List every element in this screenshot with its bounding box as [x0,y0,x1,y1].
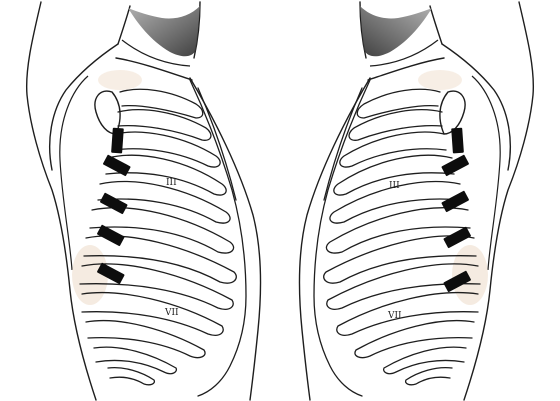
electrode-marker [97,224,125,246]
rib [384,347,466,374]
body-outline [299,2,533,400]
rib-label-iii: III [166,178,177,188]
rib [406,368,452,385]
skin-tint [98,70,142,90]
rib [94,347,176,374]
skin-tint [452,245,488,305]
neck-shading [360,6,432,56]
electrode-marker [100,192,128,214]
rib [108,368,154,385]
rib [357,89,440,118]
electrode-marker [441,154,469,176]
scapula [440,91,465,134]
neck-shading [128,6,200,56]
skin-tint [418,70,462,90]
rib [340,132,446,167]
rib-label-vii: VII [164,308,179,318]
electrode-marker [451,128,464,154]
scapula [95,91,120,134]
left-thorax-figure: III VII [27,2,261,400]
rib [114,132,220,167]
right-thorax-figure [299,2,533,400]
rib [120,89,203,118]
electrode-marker [443,226,471,248]
body-outline [27,2,261,400]
electrode-marker [111,128,124,154]
rib-label-iii: III [389,181,400,191]
rib-label-vii: VII [387,311,402,321]
